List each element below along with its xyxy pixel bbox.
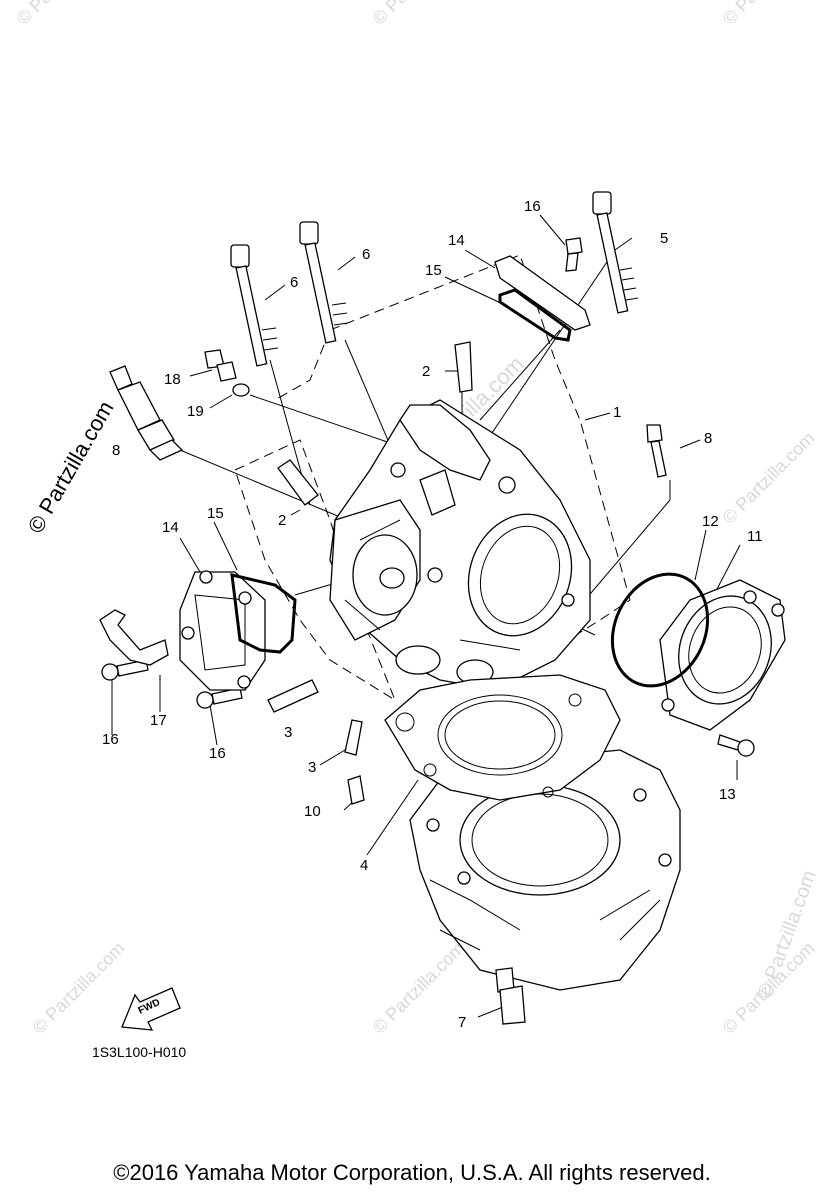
callout-14: 14 xyxy=(162,519,179,536)
watermark-main: © Partzilla.com xyxy=(23,397,119,538)
head-bolt-6b xyxy=(299,221,349,344)
bolt-13-head xyxy=(737,739,755,757)
intake-joint xyxy=(610,572,786,731)
spark-plug xyxy=(109,365,184,461)
o-ring-12 xyxy=(610,572,710,688)
dowel-10 xyxy=(347,775,365,805)
drawing-code: 1S3L100-H010 xyxy=(92,1044,186,1060)
cylinder-head xyxy=(329,399,591,691)
callout-18: 18 xyxy=(164,371,181,388)
seal-15-top xyxy=(498,288,572,342)
callout-16: 16 xyxy=(102,731,119,748)
callout-15: 15 xyxy=(207,505,224,522)
watermark-faint: © Partzilla.com xyxy=(13,0,113,29)
callout-8: 8 xyxy=(112,442,120,459)
callout-3: 3 xyxy=(284,724,292,741)
bolt-8-shank xyxy=(650,440,667,478)
head-bolt-5 xyxy=(592,191,639,314)
bolt-13-shank xyxy=(717,734,741,751)
head-gasket xyxy=(384,674,621,801)
callout-4: 4 xyxy=(360,857,368,874)
bolt-16c-head xyxy=(565,237,583,255)
callout-16: 16 xyxy=(209,745,226,762)
callout-5: 5 xyxy=(660,230,668,247)
callout-labels: 1 2 2 3 3 4 5 6 6 7 8 8 10 11 12 13 14 1… xyxy=(102,198,763,1031)
callout-1: 1 xyxy=(613,404,621,421)
valve-guide-2a xyxy=(454,341,473,393)
callout-15: 15 xyxy=(425,262,442,279)
callout-2: 2 xyxy=(278,512,286,529)
head-bolt-6a xyxy=(230,244,279,367)
stud-3a xyxy=(267,679,319,713)
watermark-faint: © Partzilla.com xyxy=(719,428,819,528)
callout-3: 3 xyxy=(308,759,316,776)
watermark-faint: © Partzilla.com xyxy=(369,938,469,1038)
seal-15-left xyxy=(230,573,297,654)
callout-7: 7 xyxy=(458,1014,466,1031)
callout-17: 17 xyxy=(150,712,167,729)
stud-3b xyxy=(344,719,363,756)
bolt-16a-head xyxy=(101,663,119,681)
callout-10: 10 xyxy=(304,803,321,820)
callout-11: 11 xyxy=(747,528,763,545)
callout-6: 6 xyxy=(362,246,370,263)
callout-14: 14 xyxy=(448,232,465,249)
exploded-view-drawing: © Partzilla.com © Partzilla.com © Partzi… xyxy=(13,0,821,1060)
small-parts xyxy=(99,237,755,1025)
callout-19: 19 xyxy=(187,403,204,420)
bolt-16b-head xyxy=(196,691,214,709)
washer-19 xyxy=(232,383,250,397)
bolt-7-head xyxy=(499,985,526,1025)
callout-16: 16 xyxy=(524,198,541,215)
watermark-faint: © Partzilla.com xyxy=(369,0,469,29)
head-bolts xyxy=(230,191,639,367)
valve-guide-2b xyxy=(277,459,319,506)
bolt-8-head xyxy=(646,424,663,443)
callout-8: 8 xyxy=(704,430,712,447)
cover-14-top xyxy=(494,255,591,331)
valve-covers xyxy=(179,255,591,691)
bracket-17 xyxy=(99,609,169,666)
callout-12: 12 xyxy=(702,513,719,530)
watermark-faint: © Partzilla.com xyxy=(29,938,129,1038)
bolt-16c-shank xyxy=(565,252,579,272)
cylinder-block xyxy=(409,749,681,991)
callout-6: 6 xyxy=(290,274,298,291)
bolt-18-shank xyxy=(216,361,237,382)
watermark-faint: © Partzilla.com xyxy=(719,0,819,29)
fwd-arrow: FWD xyxy=(121,987,181,1031)
callout-2: 2 xyxy=(422,363,430,380)
callout-13: 13 xyxy=(719,786,736,803)
copyright-notice: ©2016 Yamaha Motor Corporation, U.S.A. A… xyxy=(113,1160,711,1185)
